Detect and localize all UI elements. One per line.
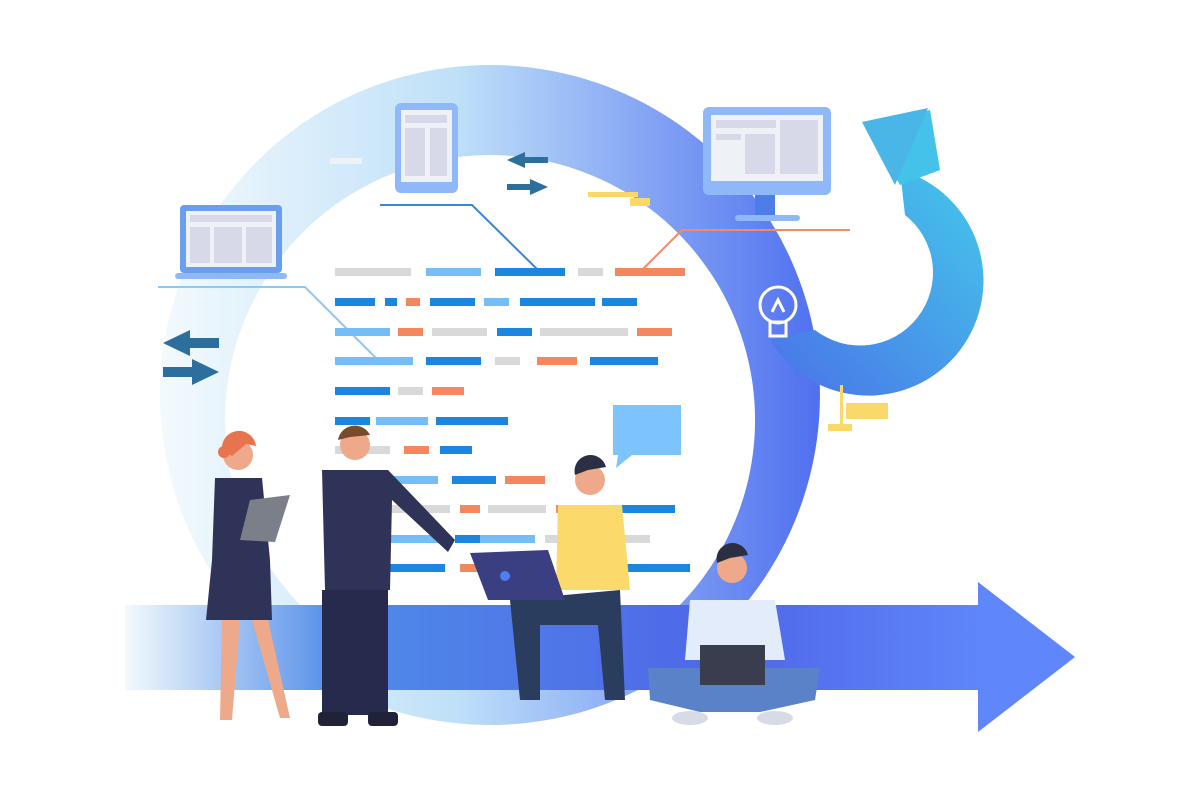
- code-bar: [602, 298, 637, 306]
- code-bar: [335, 357, 413, 365]
- code-bar: [540, 328, 628, 336]
- cycle-arrow-icon: [770, 108, 984, 396]
- code-bar: [590, 357, 658, 365]
- code-bar: [390, 476, 438, 484]
- code-bar: [484, 298, 509, 306]
- code-bar: [432, 387, 464, 395]
- code-bar: [385, 298, 397, 306]
- code-bar: [452, 476, 496, 484]
- woman-with-tablet: [206, 430, 290, 720]
- sticky-notes: [330, 158, 888, 431]
- code-bar: [440, 446, 472, 454]
- code-bar: [432, 328, 487, 336]
- code-bar: [390, 564, 445, 572]
- code-bar: [578, 268, 603, 276]
- code-bar: [610, 564, 690, 572]
- code-bar: [404, 446, 429, 454]
- code-bar: [495, 268, 565, 276]
- code-bar: [426, 268, 481, 276]
- code-bar: [497, 328, 532, 336]
- swap-arrows-icon: [163, 152, 548, 385]
- code-bar: [398, 328, 423, 336]
- code-bar: [488, 505, 546, 513]
- code-bar: [335, 298, 375, 306]
- man-presenting: [318, 425, 455, 726]
- code-bar: [390, 535, 442, 543]
- speech-bubble-icon: [613, 405, 681, 468]
- code-bar: [398, 387, 423, 395]
- code-bar: [376, 417, 428, 425]
- laptop-icon: [175, 205, 287, 279]
- code-bar: [590, 505, 675, 513]
- code-bar: [335, 268, 411, 276]
- code-bar: [637, 328, 672, 336]
- code-bar: [537, 357, 577, 365]
- code-bar: [335, 417, 370, 425]
- tablet-icon: [395, 103, 458, 193]
- code-bar: [480, 535, 535, 543]
- code-bar: [335, 387, 390, 395]
- monitor-icon: [703, 107, 831, 221]
- lightbulb-icon: [758, 285, 798, 338]
- code-bar: [615, 268, 685, 276]
- code-bar: [460, 505, 480, 513]
- code-bar: [460, 564, 485, 572]
- man-with-laptop-sitting: [470, 454, 630, 700]
- man-cross-legged: [648, 543, 820, 725]
- code-bar: [520, 298, 595, 306]
- code-bar: [426, 357, 481, 365]
- code-bar: [406, 298, 420, 306]
- code-bar: [495, 357, 520, 365]
- code-bar: [505, 476, 545, 484]
- code-bar: [430, 298, 475, 306]
- code-bar: [436, 417, 508, 425]
- code-bar: [335, 328, 390, 336]
